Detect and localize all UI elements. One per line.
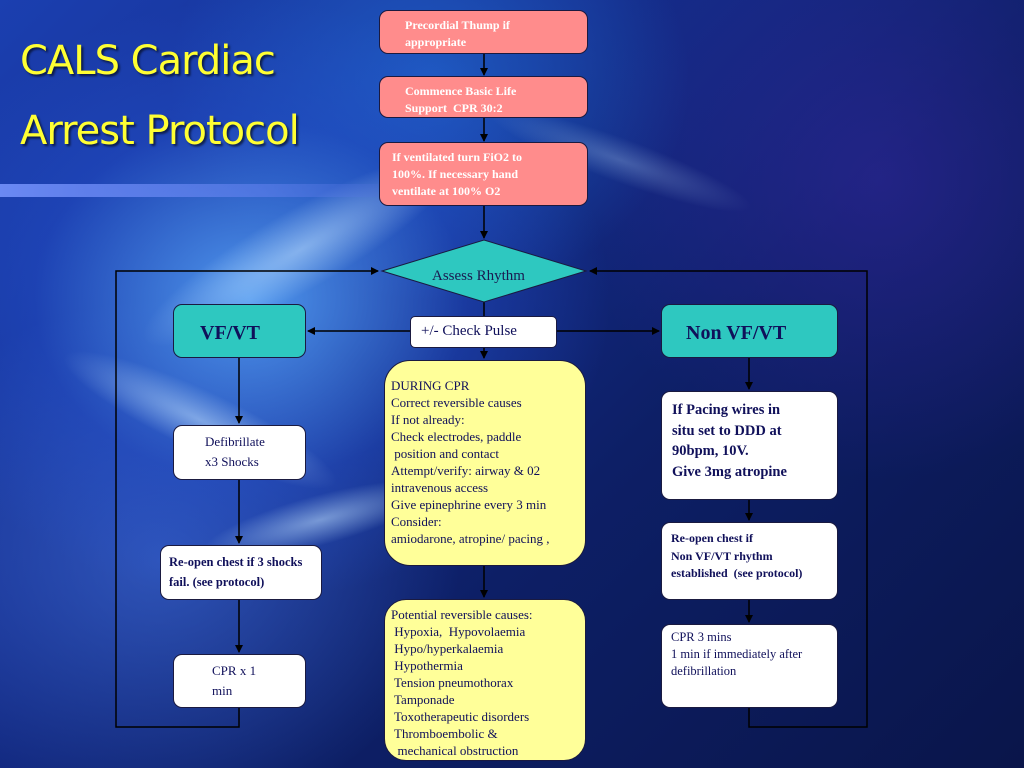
- during-cpr-line-9: Consider:: [391, 514, 442, 529]
- basic-life-support-line-1: Commence Basic Life: [405, 84, 517, 98]
- reversible-causes-line-2: Hypoxia, Hypovolaemia: [391, 624, 526, 639]
- vf-reopen-chest-line-2: fail. (see protocol): [169, 575, 265, 589]
- non-vf-vt-box: Non VF/VT: [661, 304, 838, 358]
- vf-reopen-chest-box: Re-open chest if 3 shocks fail. (see pro…: [160, 545, 322, 600]
- defibrillate-line-1: Defibrillate: [205, 434, 265, 449]
- non-vf-reopen-chest-line-3: established (see protocol): [671, 566, 803, 580]
- pacing-line-4: Give 3mg atropine: [672, 463, 787, 480]
- ventilate-line-1: If ventilated turn FiO2 to: [392, 150, 522, 164]
- precordial-thump-line-1: Precordial Thump if: [405, 18, 510, 32]
- precordial-thump-line-2: appropriate: [405, 35, 467, 49]
- reversible-causes-line-1: Potential reversible causes:: [391, 607, 533, 622]
- reversible-causes-line-7: Toxotherapeutic disorders: [391, 709, 530, 724]
- check-pulse-label: +/- Check Pulse: [421, 323, 517, 339]
- reversible-causes-box: Potential reversible causes: Hypoxia, Hy…: [384, 599, 586, 761]
- during-cpr-line-1: DURING CPR: [391, 378, 470, 393]
- vf-vt-label: VF/VT: [200, 322, 260, 344]
- ventilate-line-2: 100%. If necessary hand: [392, 167, 519, 181]
- check-pulse-box: +/- Check Pulse: [410, 316, 557, 348]
- reversible-causes-line-5: Tension pneumothorax: [391, 675, 514, 690]
- pacing-line-3: 90bpm, 10V.: [672, 443, 749, 459]
- during-cpr-line-4: Check electrodes, paddle: [391, 429, 522, 444]
- vf-vt-box: VF/VT: [173, 304, 306, 358]
- reversible-causes-line-8: Thromboembolic &: [391, 726, 498, 741]
- non-vf-cpr-line-3: defibrillation: [671, 664, 737, 678]
- vf-cpr-line-1: CPR x 1: [212, 663, 257, 678]
- non-vf-cpr-line-1: CPR 3 mins: [671, 630, 732, 644]
- title-underline-band: [0, 184, 378, 197]
- vf-cpr-box: CPR x 1 min: [173, 654, 306, 708]
- during-cpr-line-3: If not already:: [391, 412, 465, 427]
- during-cpr-line-5: position and contact: [391, 446, 499, 461]
- pacing-line-2: situ set to DDD at: [672, 422, 782, 439]
- non-vf-reopen-chest-line-2: Non VF/VT rhythm: [671, 548, 773, 563]
- loop-left-back-to-assess: [115, 267, 379, 728]
- basic-life-support-line-2: Support CPR 30:2: [405, 101, 503, 115]
- assess-rhythm-diamond: [380, 239, 588, 303]
- reversible-causes-line-3: Hypo/hyperkalaemia: [391, 641, 504, 656]
- ventilate-box: If ventilated turn FiO2 to 100%. If nece…: [379, 142, 588, 206]
- during-cpr-line-2: Correct reversible causes: [391, 395, 522, 410]
- defibrillate-box: Defibrillate x3 Shocks: [173, 425, 306, 480]
- during-cpr-box: DURING CPR Correct reversible causes If …: [384, 360, 586, 566]
- vf-cpr-line-2: min: [212, 683, 233, 698]
- ventilate-line-3: ventilate at 100% O2: [392, 184, 501, 198]
- during-cpr-line-7: intravenous access: [391, 480, 489, 495]
- reversible-causes-line-6: Tamponade: [391, 692, 455, 707]
- non-vf-cpr-line-2: 1 min if immediately after: [671, 647, 803, 661]
- non-vf-reopen-chest-box: Re-open chest if Non VF/VT rhythm establ…: [661, 522, 838, 600]
- non-vf-vt-label: Non VF/VT: [686, 322, 787, 344]
- pacing-line-1: If Pacing wires in: [672, 402, 781, 418]
- precordial-thump-box: Precordial Thump if appropriate: [379, 10, 588, 54]
- during-cpr-line-10: amiodarone, atropine/ pacing ,: [391, 531, 550, 546]
- during-cpr-line-6: Attempt/verify: airway & 02: [391, 463, 541, 478]
- loop-right-back-to-assess: [589, 267, 868, 728]
- assess-rhythm-label: Assess Rhythm: [432, 268, 525, 284]
- slide-title-line-1: CALS Cardiac: [20, 38, 276, 84]
- slide-title-line-2: Arrest Protocol: [20, 108, 300, 154]
- reversible-causes-line-4: Hypothermia: [391, 658, 463, 673]
- reversible-causes-line-9: mechanical obstruction: [391, 743, 519, 758]
- during-cpr-line-8: Give epinephrine every 3 min: [391, 497, 547, 512]
- defibrillate-line-2: x3 Shocks: [205, 454, 259, 469]
- basic-life-support-box: Commence Basic Life Support CPR 30:2: [379, 76, 588, 118]
- non-vf-cpr-box: CPR 3 mins 1 min if immediately after de…: [661, 624, 838, 708]
- vf-reopen-chest-line-1: Re-open chest if 3 shocks: [169, 555, 303, 569]
- non-vf-reopen-chest-line-1: Re-open chest if: [671, 531, 753, 545]
- pacing-box: If Pacing wires in situ set to DDD at 90…: [661, 391, 838, 500]
